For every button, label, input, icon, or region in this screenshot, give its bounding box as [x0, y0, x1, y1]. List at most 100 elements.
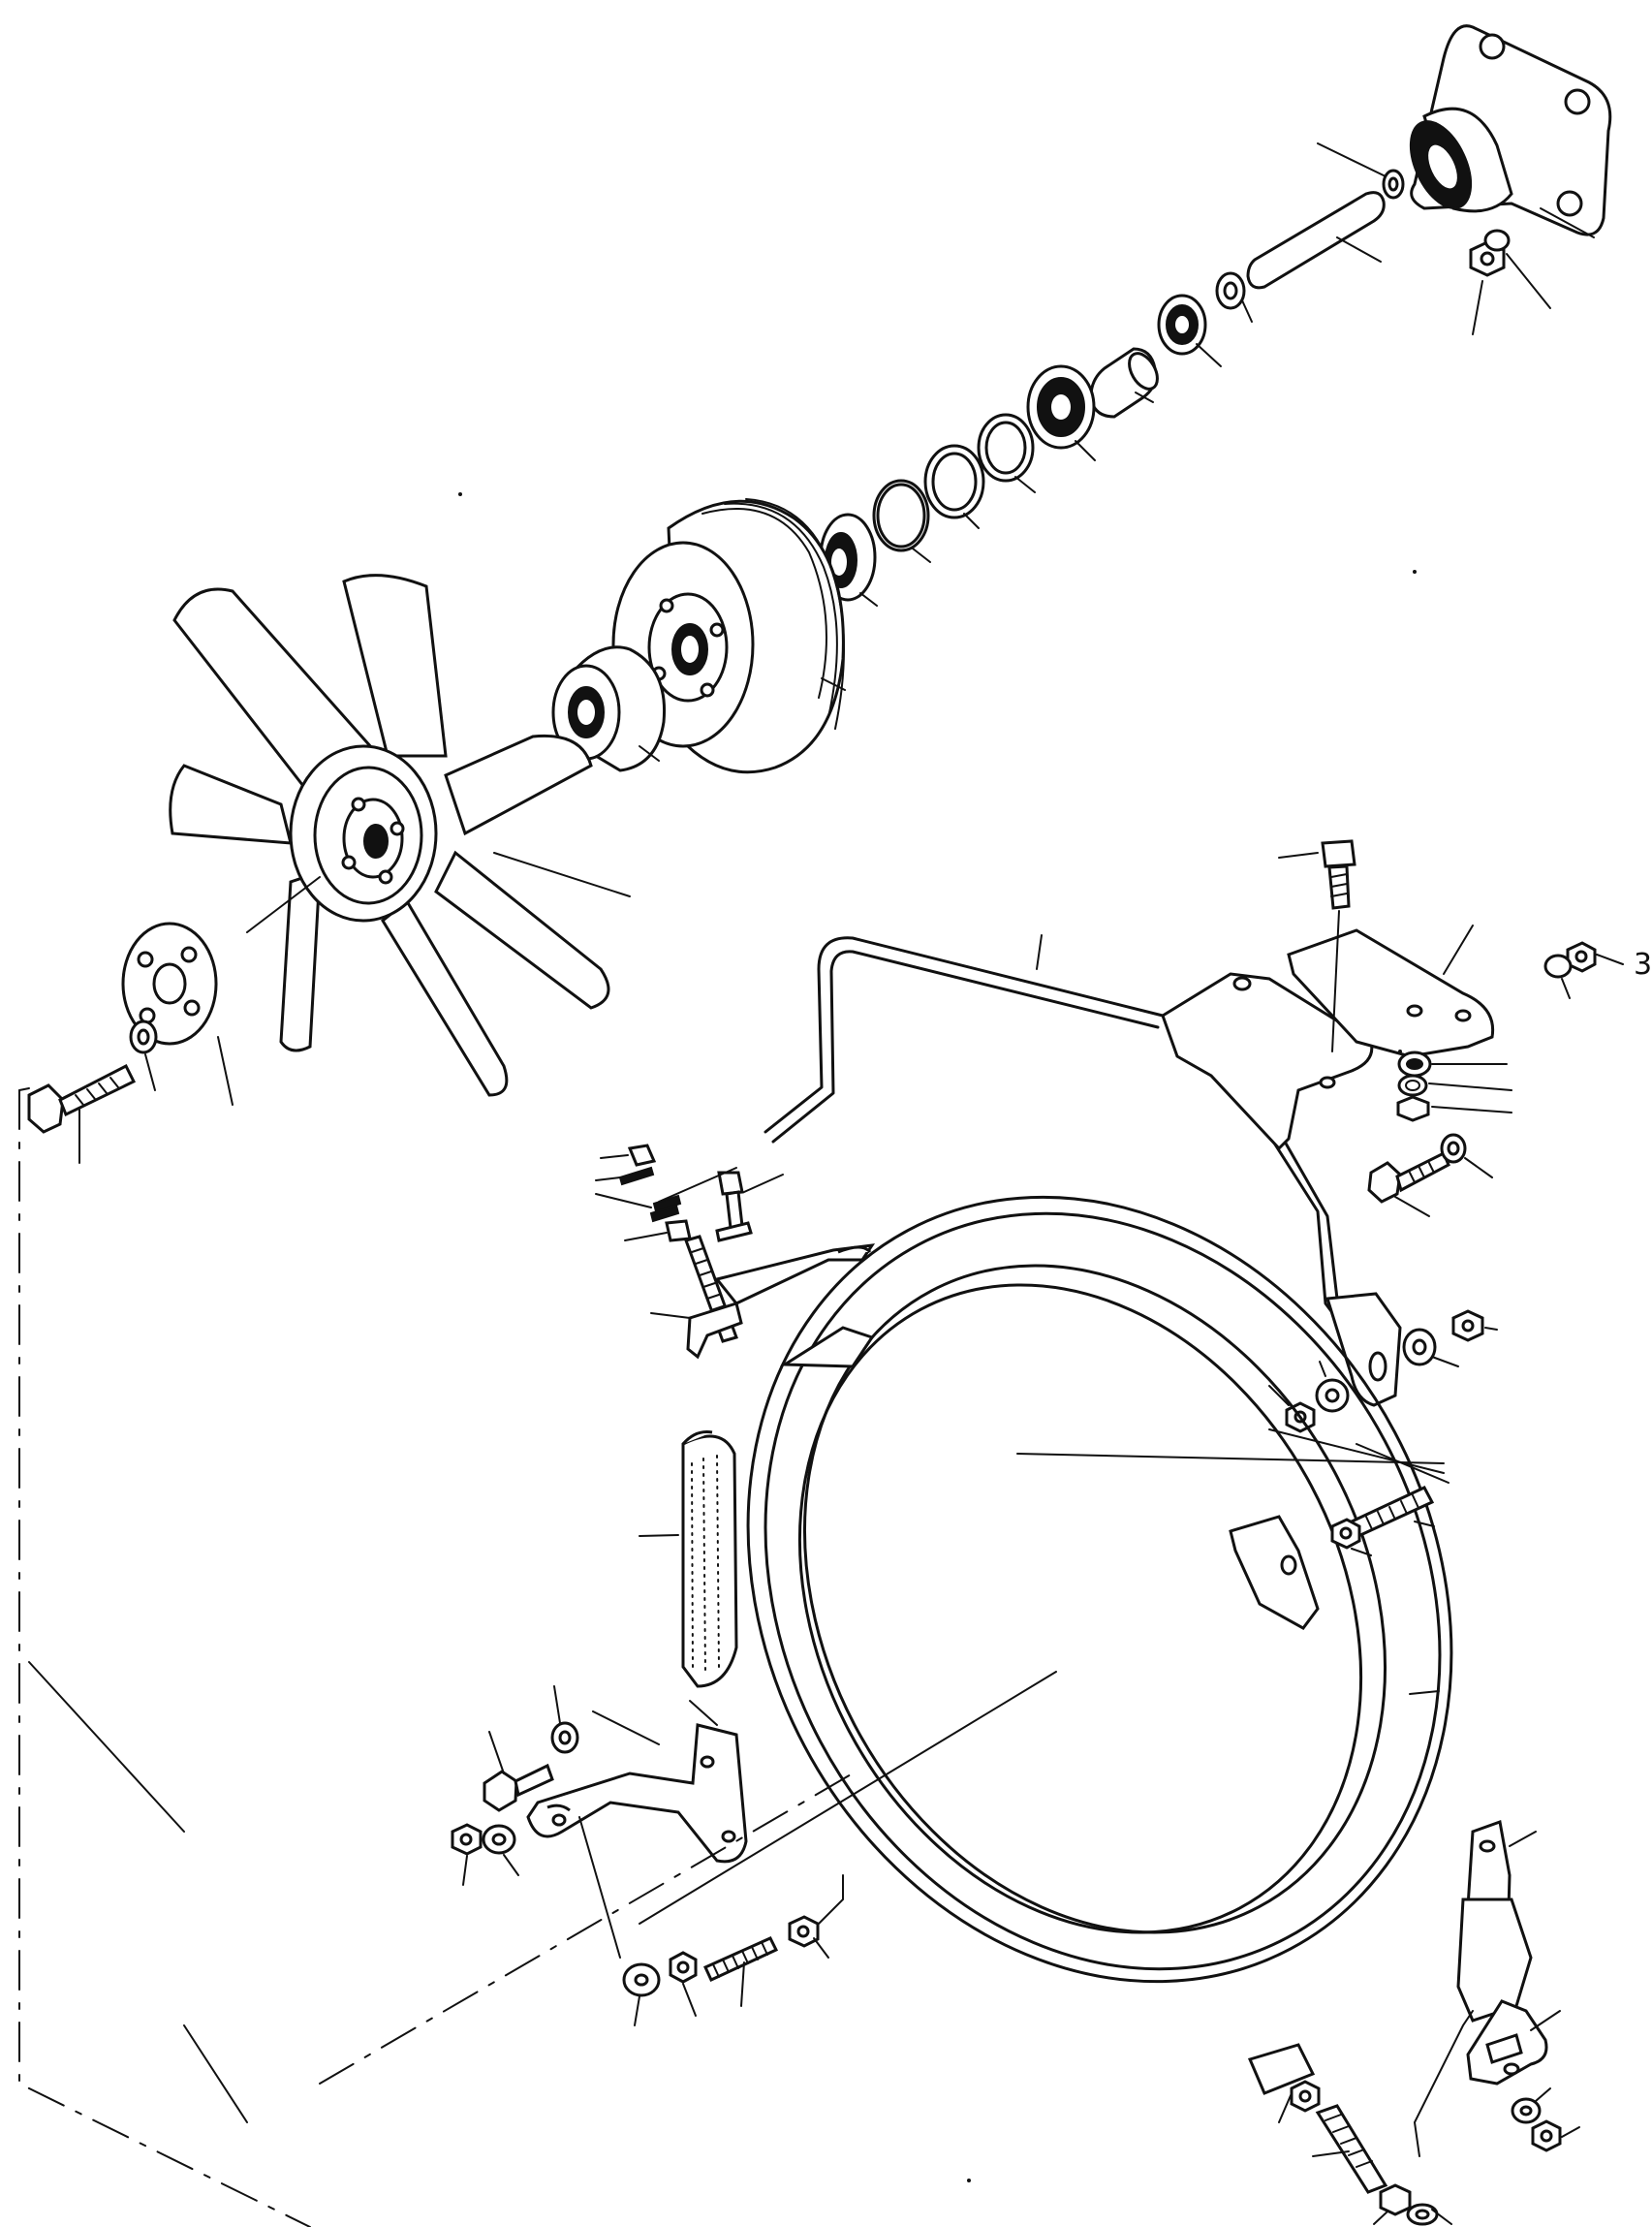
- bottom-stud-nut: [1379, 2183, 1412, 2216]
- leader-line-rod-end-washer: [1431, 1356, 1459, 1367]
- leader-line-tension-spring: [740, 1961, 745, 2007]
- leader-line-seal-1: [1014, 476, 1036, 493]
- print-speck: [458, 492, 462, 496]
- leader-line-bracket-washer: [553, 1685, 561, 1724]
- leader-line-side-bolt: [1394, 1196, 1430, 1217]
- tension-spring: [703, 1936, 779, 1982]
- leader-line-bearing-upper: [1196, 343, 1222, 367]
- leader-line-tension-nut: [682, 1983, 697, 2017]
- leader-line-bottom-stud: [1312, 2150, 1350, 2157]
- leader-line-ur-nut-1: [1596, 954, 1624, 965]
- leader-line-link-3: [595, 1193, 652, 1208]
- tension-nut: [669, 1951, 698, 1984]
- print-speck: [967, 2179, 971, 2182]
- leader-line-side-washer: [1464, 1157, 1493, 1178]
- stack-washer-a: [1397, 1051, 1432, 1078]
- lower-right-clamp: [1466, 1999, 1548, 2086]
- leader-line-fan-hub: [246, 876, 321, 933]
- bottom-stud: [1315, 2104, 1388, 2194]
- leader-line-upper-clamp: [1443, 925, 1474, 975]
- bottom-washer: [1406, 2203, 1439, 2226]
- leader-line-spacer: [1135, 392, 1154, 403]
- leader-line-stack-b: [1428, 1082, 1512, 1091]
- rod-end-plate: [1325, 1292, 1402, 1407]
- shroud-stud-nut: [1330, 1518, 1361, 1550]
- link-pin: [618, 1166, 655, 1186]
- leader-line-fan-guard: [639, 1671, 1057, 1925]
- bearing-lower: [1026, 364, 1096, 450]
- leader-line-support-rod: [1036, 934, 1043, 970]
- lower-right-washer: [1511, 2097, 1542, 2124]
- bearing-upper: [1157, 294, 1207, 356]
- shroud-clip-bottom: [1247, 2043, 1316, 2095]
- leader-line-bolt-drop: [1331, 910, 1340, 1052]
- grouping-bracket-dashed: [18, 1087, 854, 2227]
- rod-end-washer: [1402, 1328, 1437, 1366]
- rod-lower-washer: [1315, 1378, 1350, 1413]
- leader-line-lr-bracket-2: [1413, 2010, 1474, 2157]
- leader-line-lower-bracket-3: [578, 1816, 621, 1959]
- leader-line-circlip: [912, 548, 931, 563]
- pump-shaft: [1246, 191, 1386, 290]
- fan-bolt: [27, 1063, 137, 1134]
- bracket-bolt: [483, 1763, 554, 1812]
- rubber-seal-strip: [681, 1430, 738, 1688]
- link-nut-bottom: [665, 1219, 692, 1242]
- leader-line-lower-bracket: [689, 1700, 718, 1726]
- leader-line-tension-end: [813, 1937, 829, 1959]
- leader-line-tension-washer: [634, 1995, 640, 2026]
- tension-washer: [622, 1962, 661, 1997]
- leader-line-bearing-lower: [1075, 440, 1096, 461]
- upper-clamp: [1287, 928, 1495, 1058]
- leader-line-tension-bracket: [818, 1874, 844, 1925]
- leader-line-link-dash: [658, 1167, 737, 1203]
- leader-line-link-4: [624, 1232, 668, 1241]
- leader-line-fan: [493, 852, 631, 897]
- leader-line-ur-washer-1: [1561, 978, 1571, 999]
- cooling-fan: [169, 574, 610, 1097]
- link-nut-top: [627, 1144, 657, 1167]
- stack-nut: [1396, 1095, 1430, 1122]
- circlip: [872, 479, 930, 552]
- fan-shroud: [746, 1195, 1453, 1984]
- seal-ring-1: [977, 413, 1035, 483]
- fan-flange-plate: [121, 922, 218, 1046]
- leader-line-left-nut: [462, 1855, 468, 1886]
- lower-left-bracket: [526, 1723, 748, 1864]
- adjusting-bracket: [686, 1302, 743, 1360]
- leader-line-mount-nut: [1472, 280, 1483, 335]
- leader-line-vertical-bolt: [1278, 852, 1319, 859]
- bottom-nut: [1290, 2080, 1321, 2113]
- leader-line-stud-nut: [1351, 1548, 1372, 1556]
- leader-line-mount-diag: [1016, 1453, 1445, 1464]
- leader-line-fan-spacer: [639, 745, 660, 762]
- leader-line-rod-end-nut: [1484, 1327, 1498, 1331]
- leader-line-link-2: [595, 1176, 621, 1181]
- leader-line-fan-bolt-washer: [144, 1053, 156, 1091]
- link-bolt-short: [715, 1171, 753, 1242]
- washer-top: [1382, 169, 1405, 200]
- leader-line-stud: [1414, 1521, 1435, 1527]
- seal-ring-2: [923, 444, 985, 519]
- lower-right-nut: [1531, 2119, 1562, 2152]
- print-speck: [1413, 570, 1417, 574]
- callout-number-edge: 3: [1634, 948, 1652, 982]
- leader-line-adj-bracket: [650, 1312, 691, 1319]
- leader-line-mount-washer: [1506, 253, 1551, 309]
- leader-line-washer-top: [1317, 142, 1387, 177]
- leader-line-seal-2: [963, 513, 980, 529]
- leader-line-shroud: [1409, 1690, 1440, 1695]
- shroud-clip-top: [780, 1326, 875, 1368]
- rod-end-nut: [1451, 1309, 1484, 1342]
- leader-line-flange-plate: [217, 1036, 234, 1106]
- leader-line-mount: [1540, 207, 1595, 238]
- left-nut: [451, 1823, 483, 1856]
- leader-line-seal-strip: [639, 1534, 679, 1537]
- link-clip: [649, 1194, 682, 1223]
- mount-nut: [1469, 240, 1506, 277]
- leader-line-lr-bracket: [1509, 1831, 1537, 1847]
- pump-mount-bracket: [1409, 24, 1612, 236]
- side-bolt: [1367, 1150, 1450, 1204]
- side-bolt-washer: [1440, 1133, 1467, 1164]
- bracket-bolt-washer: [550, 1721, 579, 1754]
